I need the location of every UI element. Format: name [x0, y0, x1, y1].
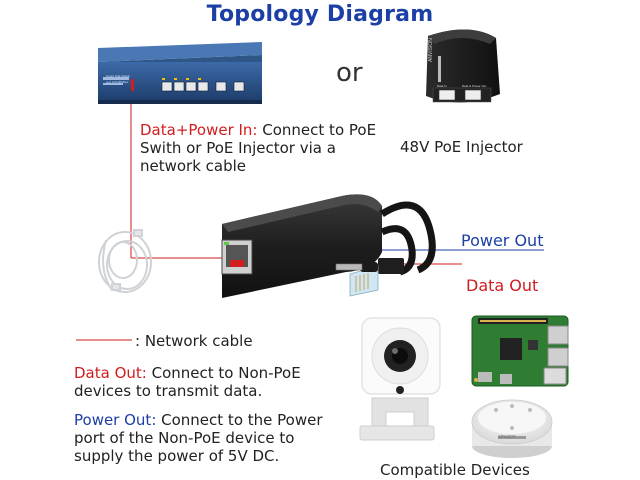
data-power-in-description: Data+Power In: Connect to PoE Swith or P… — [140, 121, 380, 175]
page-title: Topology Diagram — [206, 2, 434, 27]
poe-switch-image — [98, 42, 262, 104]
data-power-in-line2: Swith or PoE Injector via a — [140, 139, 336, 157]
power-out-label: Power Out — [461, 231, 544, 250]
raspberry-pi-board-image — [471, 315, 569, 387]
power-out-line1: Connect to the Power — [156, 411, 323, 429]
injector-caption: 48V PoE Injector — [400, 138, 523, 156]
injector-port-label-left: Data In — [437, 84, 447, 88]
smart-speaker-image — [471, 399, 553, 458]
data-power-in-line3: network cable — [140, 157, 247, 175]
data-out-heading: Data Out: — [74, 364, 147, 382]
compatible-devices-caption: Compatible Devices — [380, 461, 530, 479]
camera-device-image — [359, 317, 441, 441]
data-out-description: Data Out: Connect to Non-PoE devices to … — [74, 364, 344, 400]
injector-data-in-port — [438, 89, 456, 101]
micro-usb-plug — [335, 262, 378, 272]
data-out-line2: devices to transmit data. — [74, 382, 263, 400]
power-out-line2: port of the Non-PoE device to — [74, 429, 295, 447]
data-out-label: Data Out — [466, 276, 539, 295]
poe-injector-image — [426, 29, 500, 103]
power-out-line3: supply the power of 5V DC. — [74, 447, 280, 465]
or-text: or — [336, 58, 363, 88]
switch-brand-mark — [103, 77, 129, 80]
poe-splitter-device — [221, 194, 436, 298]
rj45-plug — [349, 258, 404, 297]
injector-data-power-out-port — [464, 89, 482, 101]
switch-brand-text: Smart PoE Switch — [106, 74, 131, 78]
power-out-description: Power Out: Connect to the Power port of … — [74, 411, 354, 465]
data-power-in-line1: Connect to PoE — [257, 121, 377, 139]
data-out-line1: Connect to Non-PoE — [146, 364, 301, 382]
switch-port-mark — [103, 83, 123, 85]
speaker-brand-text: amazon — [498, 434, 516, 440]
injector-port-label-right: Data & Power Out — [462, 84, 487, 88]
data-power-in-heading: Data+Power In: — [140, 121, 258, 139]
network-cable-coil — [98, 229, 152, 293]
power-out-heading: Power Out: — [74, 411, 157, 429]
speaker-brand-mark — [498, 436, 526, 439]
injector-brand-text: ANVISION — [428, 38, 434, 62]
switch-port-text: 4+2 10/100Mbps — [106, 80, 129, 84]
injector-brand-mark — [438, 56, 441, 82]
network-cable-legend: : Network cable — [135, 332, 253, 350]
